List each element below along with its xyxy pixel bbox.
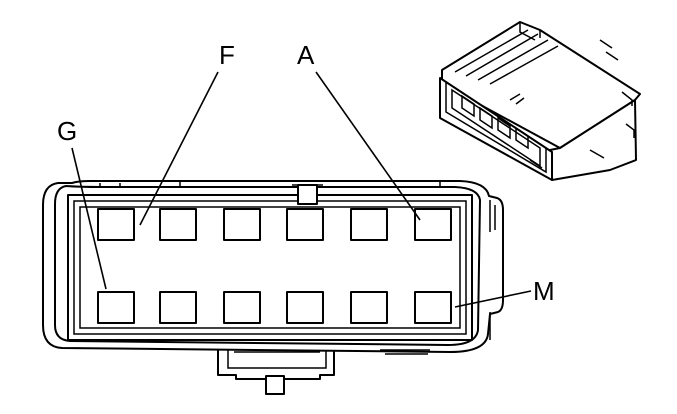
leader-f bbox=[139, 71, 219, 226]
lock-tab bbox=[217, 342, 335, 395]
cavity-j bbox=[223, 291, 261, 324]
cavity-e bbox=[159, 208, 197, 241]
cavity-l bbox=[350, 291, 388, 324]
label-a: A bbox=[297, 40, 315, 70]
label-f: F bbox=[219, 40, 235, 70]
cavity-a bbox=[414, 208, 452, 241]
cavity-k bbox=[286, 291, 324, 324]
cavity-h bbox=[159, 291, 197, 324]
connector-face-view bbox=[42, 180, 504, 395]
leader-a bbox=[315, 71, 421, 221]
cavity-b bbox=[350, 208, 388, 241]
connector-isometric-view bbox=[439, 21, 641, 181]
leader-lines bbox=[71, 71, 532, 308]
leader-g bbox=[71, 147, 107, 290]
cavity-row-top bbox=[97, 208, 452, 241]
cavity-row-bottom bbox=[97, 291, 452, 324]
callout-labels: F A G M bbox=[57, 40, 555, 306]
cavity-f bbox=[97, 208, 135, 241]
cavity-m bbox=[414, 291, 452, 324]
cavity-c bbox=[286, 208, 324, 241]
cavity-frame bbox=[67, 194, 473, 341]
label-g: G bbox=[57, 116, 77, 146]
cavity-g bbox=[97, 291, 135, 324]
cavity-d bbox=[223, 208, 261, 241]
label-m: M bbox=[533, 276, 555, 306]
leader-m bbox=[454, 290, 532, 308]
center-key bbox=[297, 184, 318, 205]
